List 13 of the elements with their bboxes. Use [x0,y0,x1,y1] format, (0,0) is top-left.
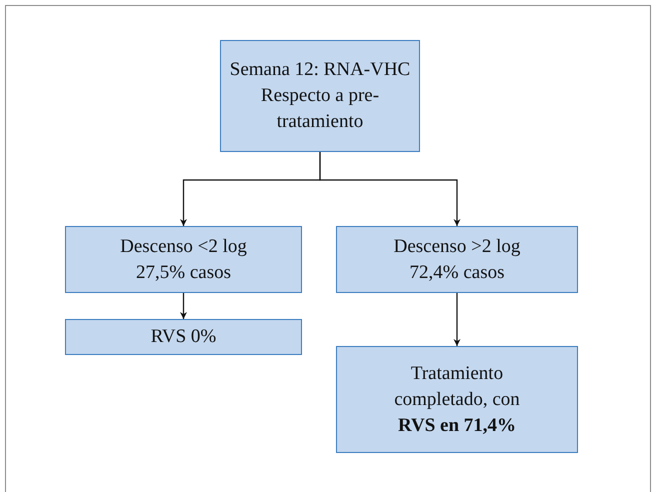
box-text: Descenso <2 log 27,5% casos [119,234,248,284]
arrow [319,152,460,226]
process-box [220,40,420,152]
box-text: Tratamiento completado, con RVS en 71,4% [393,362,521,438]
box-text: RVS 0% [150,325,216,349]
arrow [454,293,460,346]
process-box [336,346,578,453]
arrow [180,293,187,319]
process-box [65,226,302,293]
box-text: Semana 12: RNA-VHC Respecto a pre-tratamiento [229,58,411,134]
box-text: Descenso >2 log 72,4% casos [392,234,522,284]
process-box [336,226,578,293]
process-box [65,319,302,355]
